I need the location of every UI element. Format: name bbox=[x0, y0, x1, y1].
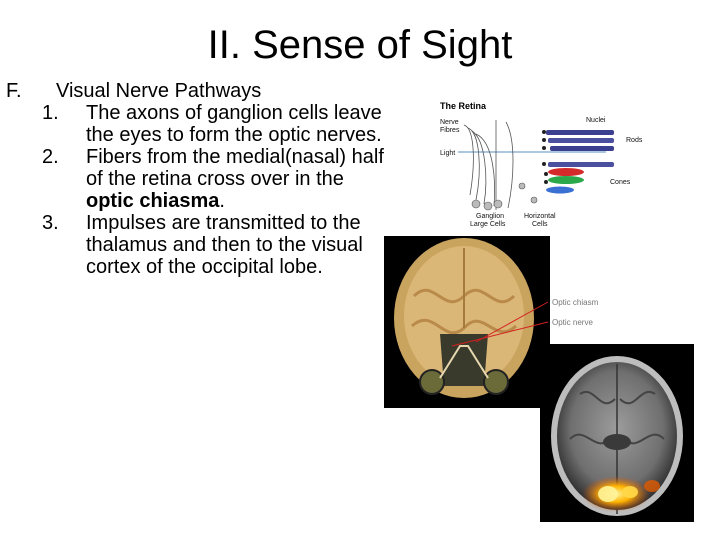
orbit-region bbox=[440, 334, 488, 386]
pathway-list: 1. The axons of ganglion cells leave the… bbox=[6, 102, 386, 278]
item-text: The axons of ganglion cells leave the ey… bbox=[86, 102, 382, 146]
light-label: Light bbox=[440, 150, 455, 157]
list-item: 3. Impulses are transmitted to the thala… bbox=[6, 212, 386, 278]
optic-nerve-label: Optic nerve bbox=[552, 318, 593, 327]
optic-nerve-path bbox=[439, 345, 489, 379]
brain-section-image bbox=[384, 236, 550, 408]
list-item: 1. The axons of ganglion cells leave the… bbox=[6, 102, 386, 146]
callout-labels: Optic chiasm Optic nerve bbox=[451, 298, 599, 347]
ganglion-label: Ganglion bbox=[476, 213, 504, 220]
optic-chiasm-label: Optic chiasm bbox=[552, 298, 599, 307]
slide-body: F. Visual Nerve Pathways 1. The axons of… bbox=[6, 80, 386, 278]
optic-chiasm-pointer bbox=[475, 301, 549, 343]
slide-title: II. Sense of Sight bbox=[207, 23, 513, 67]
large-cells-label: Large Cells bbox=[470, 221, 506, 228]
cones-label: Cones bbox=[610, 179, 631, 186]
fmri-scan-image bbox=[540, 344, 694, 522]
right-eye bbox=[483, 369, 509, 395]
item-text-end: . bbox=[219, 190, 225, 212]
list-item: 2. Fibers from the medial(nasal) half of… bbox=[6, 146, 386, 212]
cone-cells bbox=[546, 168, 584, 194]
item-number: 2. bbox=[42, 146, 59, 168]
left-eye bbox=[419, 369, 445, 395]
retina-diagram: The Retina Nerve Fibres Light Nuclei Rod… bbox=[440, 101, 643, 228]
optic-nerve-pointer bbox=[451, 321, 549, 347]
cells-label: Cells bbox=[532, 221, 548, 228]
item-number: 3. bbox=[42, 212, 59, 234]
optic-chiasma-term: optic chiasma bbox=[86, 190, 220, 212]
nuclei-label: Nuclei bbox=[586, 117, 606, 124]
rods-label: Rods bbox=[626, 137, 643, 144]
nerve-label: Nerve bbox=[440, 119, 459, 126]
item-number: 1. bbox=[42, 102, 59, 124]
ganglion-cells bbox=[471, 182, 538, 211]
item-text: Impulses are transmitted to the thalamus… bbox=[86, 212, 363, 278]
section-label: F. bbox=[6, 80, 22, 102]
retina-title: The Retina bbox=[440, 101, 487, 111]
section-title: Visual Nerve Pathways bbox=[56, 80, 262, 102]
fibres-label: Fibres bbox=[440, 127, 460, 134]
section-heading: F. Visual Nerve Pathways bbox=[6, 80, 386, 102]
rod-cells bbox=[546, 130, 614, 167]
nuclei-dots bbox=[542, 130, 548, 184]
nerve-fibres bbox=[463, 120, 514, 210]
horizontal-label: Horizontal bbox=[524, 213, 556, 220]
item-text: Fibers from the medial(nasal) half of th… bbox=[86, 146, 384, 190]
